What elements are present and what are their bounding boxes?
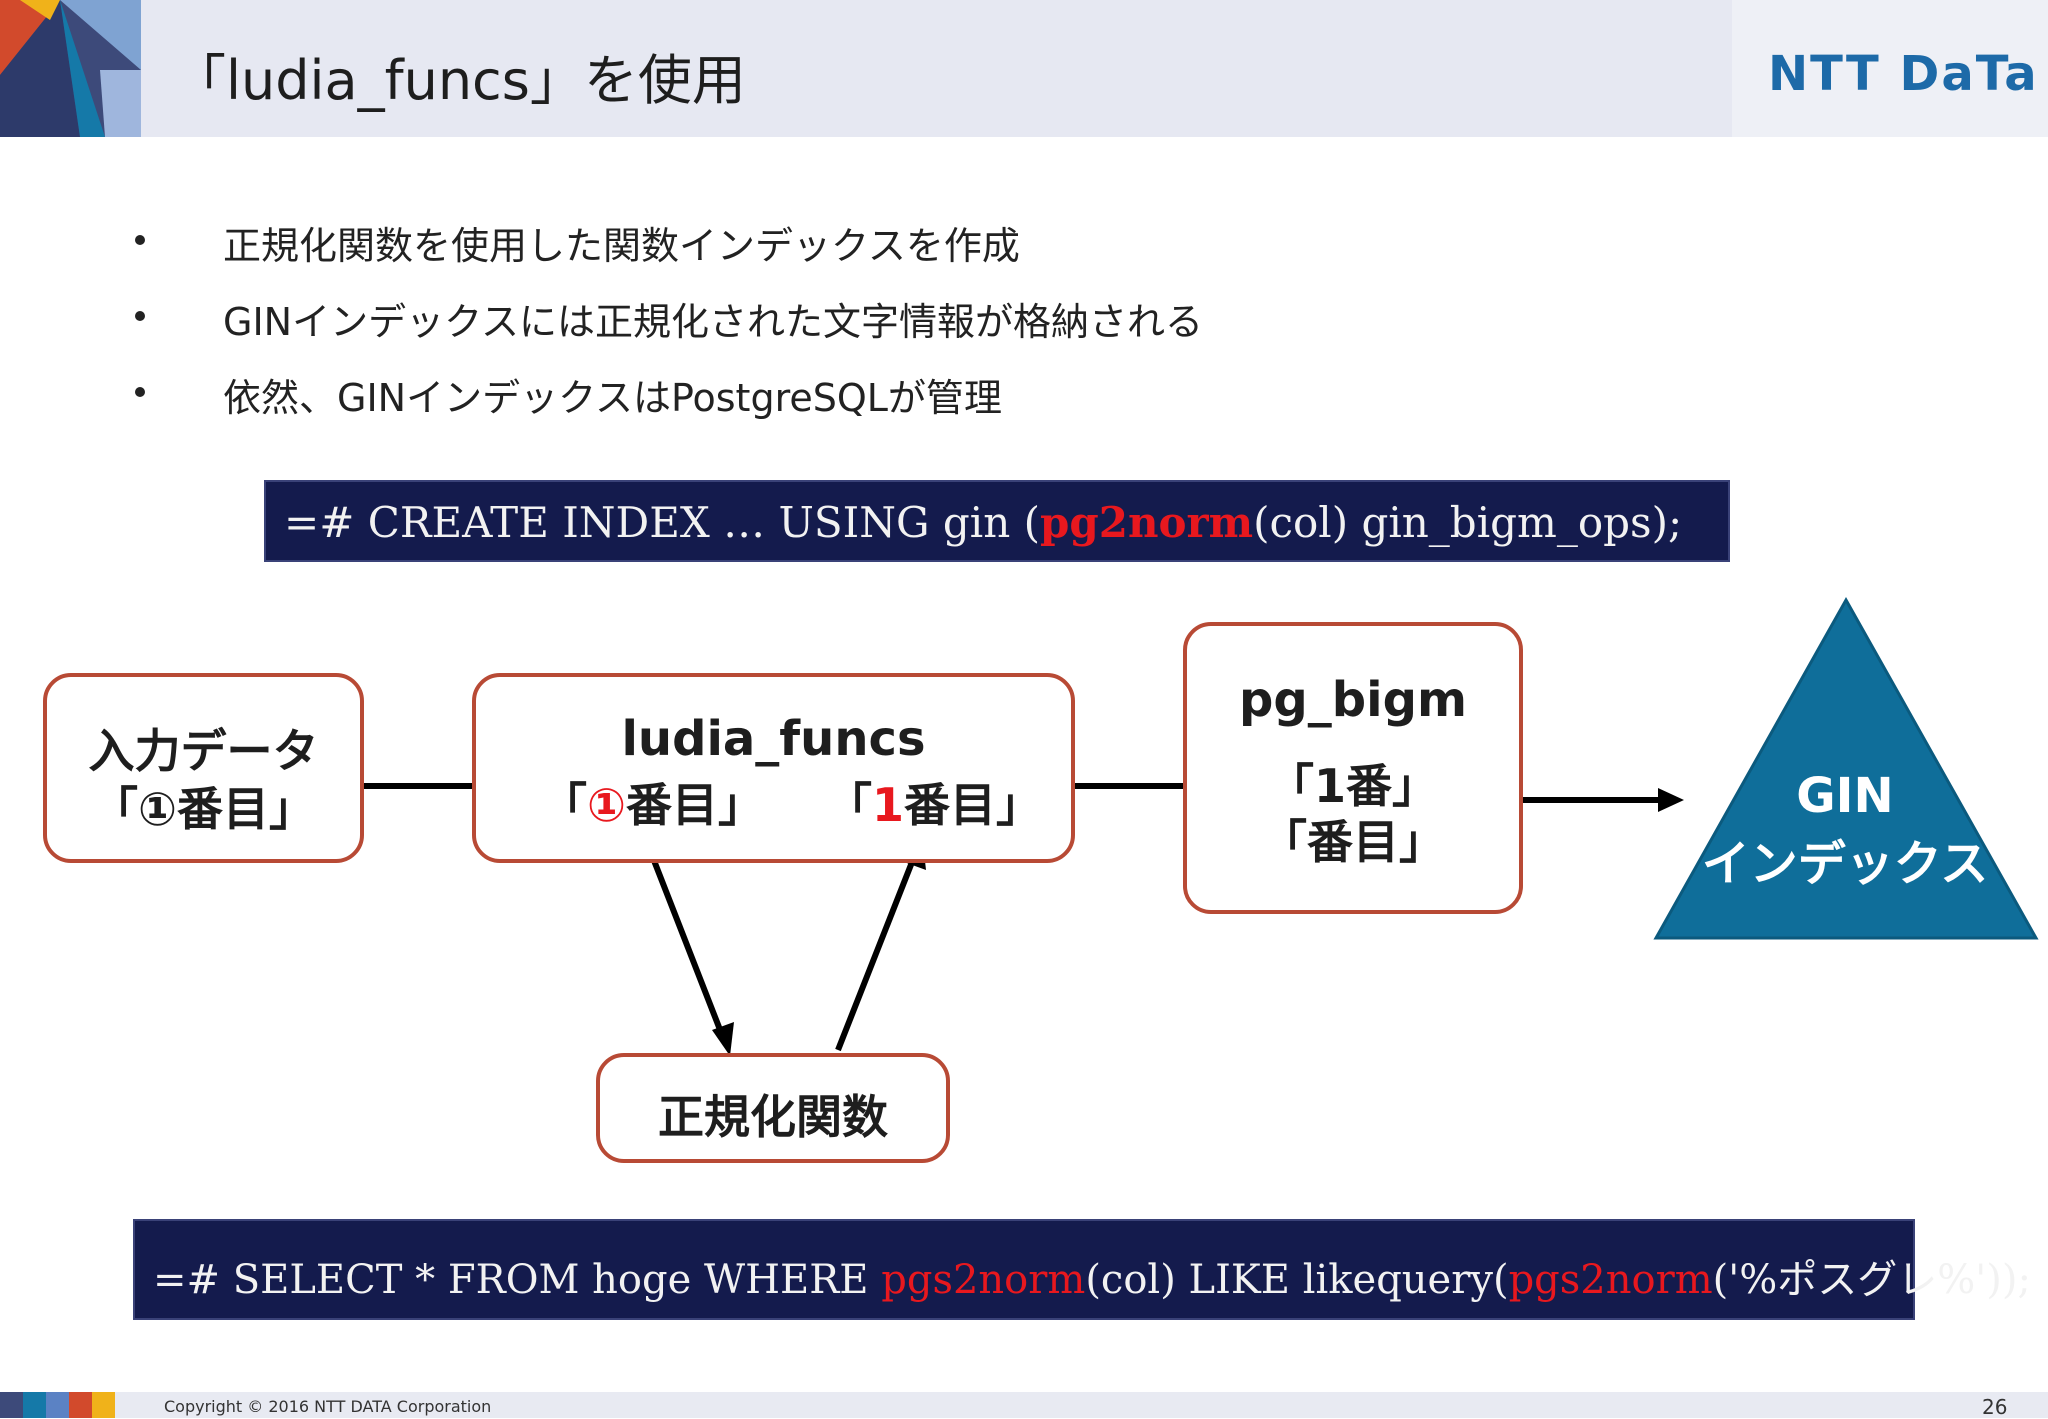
- code-function-name: pgs2norm: [881, 1257, 1086, 1303]
- gin-label: インデックス: [1701, 836, 1989, 892]
- box-label: 「1番」: [1267, 759, 1438, 813]
- gin-label: GIN: [1796, 768, 1894, 824]
- code-text: (col) gin_bigm_ops);: [1253, 498, 1683, 547]
- create-index-code: =# CREATE INDEX … USING gin (pg2norm(col…: [264, 480, 1730, 562]
- bullet-text: 正規化関数を使用した関数インデックスを作成: [223, 224, 1020, 268]
- bullet-item: 正規化関数を使用した関数インデックスを作成: [0, 215, 1400, 275]
- box-label: 「番目」: [1261, 815, 1445, 869]
- input-data-box: 入力データ 「①番目」: [43, 673, 364, 863]
- arrow-norm-to-ludia: [835, 850, 919, 1052]
- code-text: ('%ポスグレ%'));: [1712, 1257, 2031, 1303]
- box-label: 「①番目」: [92, 782, 315, 836]
- ludia-left-token: 「①番目」: [541, 778, 764, 832]
- ntt-data-logo: NTT DaTa: [1768, 46, 2039, 102]
- select-query-code: =# SELECT * FROM hoge WHERE pgs2norm(col…: [133, 1219, 2031, 1320]
- page-title: 「ludia_funcs」を使用: [172, 49, 746, 112]
- pg-bigm-box: pg_bigm 「1番」 「番目」: [1183, 622, 1523, 914]
- bullet-item: GINインデックスには正規化された文字情報が格納される: [0, 291, 1400, 351]
- bullet-item: 依然、GINインデックスはPostgreSQLが管理: [0, 367, 1400, 427]
- arrowhead-icon: [712, 1022, 734, 1056]
- code-function-name: pgs2norm: [1508, 1257, 1713, 1303]
- box-title: pg_bigm: [1239, 672, 1467, 728]
- box-title: ludia_funcs: [621, 711, 926, 767]
- footer-color-squares: [0, 1392, 115, 1418]
- code-function-name: pg2norm: [1040, 498, 1254, 547]
- arrowhead-icon: [1658, 788, 1684, 812]
- page-number: 26: [1982, 1395, 2008, 1419]
- ludia-funcs-box: ludia_funcs 「①番目」 「1番目」: [472, 673, 1075, 863]
- bullet-text: GINインデックスには正規化された文字情報が格納される: [223, 300, 1203, 344]
- box-label: 入力データ: [88, 724, 319, 778]
- normalize-function-box: 正規化関数: [596, 1053, 950, 1163]
- code-text: =# SELECT * FROM hoge WHERE: [153, 1257, 882, 1303]
- gin-triangle-icon: [1653, 596, 2039, 940]
- slide-header: 「ludia_funcs」を使用 NTT DaTa: [0, 0, 2048, 137]
- code-text: =# CREATE INDEX … USING gin (: [284, 498, 1040, 547]
- code-line: =# SELECT * FROM hoge WHERE pgs2norm(col…: [153, 1247, 2031, 1305]
- ludia-right-token: 「1番目」: [826, 778, 1043, 832]
- box-label: 正規化関数: [658, 1090, 888, 1144]
- copyright-text: Copyright © 2016 NTT DATA Corporation: [164, 1397, 492, 1416]
- logo-panel: [1732, 0, 2048, 137]
- header-decoration: [0, 0, 141, 137]
- bullet-dot-icon: [135, 311, 145, 321]
- bullet-dot-icon: [135, 387, 145, 397]
- arrow-ludia-to-norm: [643, 838, 727, 1042]
- bullet-dot-icon: [135, 235, 145, 245]
- footer-bar: [0, 1392, 2048, 1418]
- code-text: (col) LIKE likequery(: [1085, 1257, 1509, 1303]
- bullet-text: 依然、GINインデックスはPostgreSQLが管理: [223, 376, 1002, 420]
- code-line: =# CREATE INDEX … USING gin (pg2norm(col…: [284, 498, 1682, 547]
